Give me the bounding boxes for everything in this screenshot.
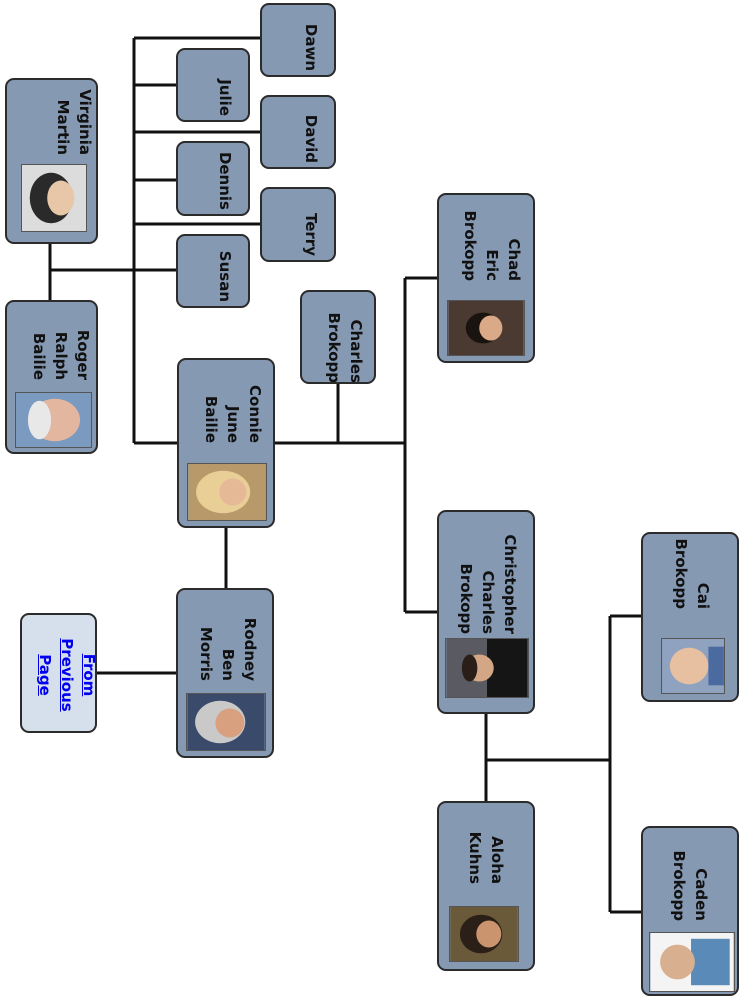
person-christopher-charles-brokopp: Christopher Charles Brokopp bbox=[437, 510, 535, 714]
person-dennis: Dennis bbox=[176, 141, 250, 216]
portrait-photo bbox=[447, 300, 525, 356]
portrait-photo bbox=[449, 906, 519, 962]
person-name: Julie bbox=[216, 79, 234, 116]
person-name: Christopher Charles Brokopp bbox=[457, 534, 519, 634]
from-previous-page-box: From Previous Page bbox=[20, 613, 97, 733]
portrait-photo bbox=[186, 693, 266, 751]
portrait-photo bbox=[187, 463, 267, 521]
person-julie: Julie bbox=[176, 48, 250, 122]
portrait-photo bbox=[15, 392, 92, 448]
person-name: David bbox=[302, 114, 320, 163]
portrait-photo bbox=[649, 932, 735, 992]
person-name: Connie June Bailie bbox=[202, 385, 264, 443]
person-dawn: Dawn bbox=[260, 3, 336, 77]
person-name: Virginia Martin bbox=[54, 89, 94, 155]
person-name: Terry bbox=[302, 213, 320, 256]
portrait-photo bbox=[21, 164, 87, 232]
person-rodney-ben-morris: Rodney Ben Morris bbox=[176, 588, 274, 758]
person-name: Caden Brokopp bbox=[670, 850, 710, 922]
person-cai-brokopp: Cai Brokopp bbox=[641, 532, 739, 702]
person-name: Dawn bbox=[302, 23, 320, 71]
person-caden-brokopp: Caden Brokopp bbox=[641, 826, 739, 996]
person-roger-ralph-bailie: Roger Ralph Bailie bbox=[5, 300, 98, 454]
person-connie-june-bailie: Connie June Bailie bbox=[177, 358, 275, 528]
portrait-photo bbox=[661, 638, 725, 694]
person-susan: Susan bbox=[176, 234, 250, 308]
person-name: Aloha Kuhns bbox=[466, 831, 506, 884]
person-virginia-martin: Virginia Martin bbox=[5, 78, 98, 244]
person-terry: Terry bbox=[260, 187, 336, 262]
person-name: Chad Eric Brokopp bbox=[461, 210, 523, 282]
portrait-photo bbox=[445, 638, 529, 698]
person-name: Susan bbox=[216, 250, 234, 302]
person-david: David bbox=[260, 95, 336, 169]
person-aloha-kuhns: Aloha Kuhns bbox=[437, 801, 535, 971]
person-name: Charles Brokopp bbox=[325, 312, 365, 383]
from-previous-page-link[interactable]: From Previous Page bbox=[36, 638, 97, 712]
person-name: Rodney Ben Morris bbox=[197, 617, 259, 681]
person-chad-eric-brokopp: Chad Eric Brokopp bbox=[437, 193, 535, 363]
person-charles-brokopp: Charles Brokopp bbox=[300, 290, 376, 384]
person-name: Dennis bbox=[216, 151, 234, 210]
person-name: Cai Brokopp bbox=[672, 538, 712, 610]
person-name: Roger Ralph Bailie bbox=[30, 329, 92, 380]
